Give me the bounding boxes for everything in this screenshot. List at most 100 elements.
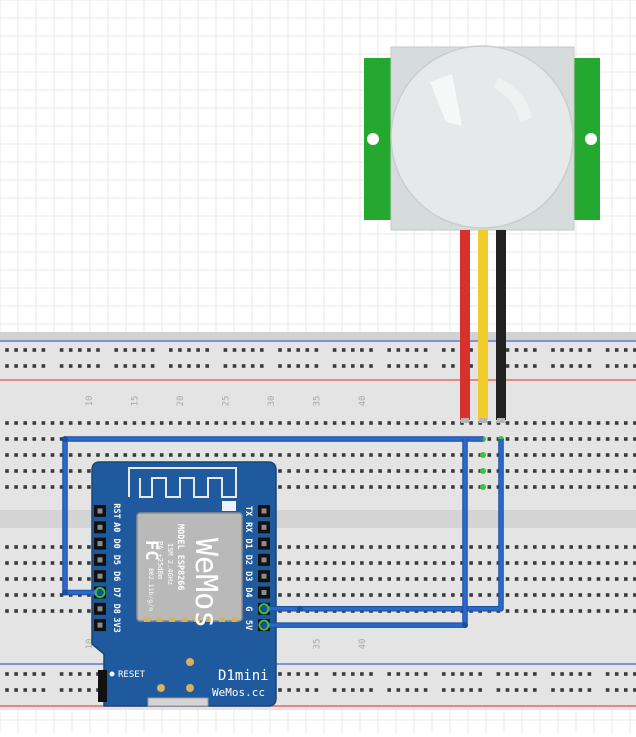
breadboard-hole: [596, 609, 601, 613]
breadboard-hole: [323, 453, 328, 457]
breadboard-hole: [314, 469, 319, 473]
pir-lead-pin: [497, 418, 505, 423]
breadboard-hole: [59, 545, 64, 549]
breadboard-hole: [14, 453, 18, 457]
breadboard-hole: [569, 672, 573, 676]
breadboard-hole: [551, 485, 555, 489]
breadboard-hole: [551, 545, 555, 549]
pir-dome: [390, 45, 574, 229]
breadboard-hole: [41, 485, 46, 489]
breadboard-hole: [533, 485, 537, 489]
breadboard-hole: [460, 577, 464, 581]
breadboard-hole: [624, 421, 628, 425]
breadboard-hole: [451, 421, 455, 425]
breadboard-hole: [505, 672, 510, 676]
breadboard-hole: [387, 672, 391, 676]
breadboard-hole: [505, 485, 510, 489]
breadboard-hole: [487, 453, 492, 457]
connection-dot: [480, 452, 486, 458]
breadboard-hole: [605, 437, 610, 441]
breadboard-hole: [605, 545, 610, 549]
breadboard-hole: [314, 485, 319, 489]
reset-button[interactable]: [98, 670, 107, 702]
breadboard-hole: [41, 561, 46, 565]
header-pin-contact: [261, 573, 267, 579]
breadboard-hole: [68, 545, 73, 549]
breadboard-hole: [332, 348, 337, 352]
breadboard-hole: [523, 453, 528, 457]
breadboard-hole: [442, 688, 446, 692]
breadboard-hole: [68, 469, 73, 473]
breadboard-hole: [605, 469, 610, 473]
breadboard-hole: [514, 453, 519, 457]
pin-label-left: RST: [111, 503, 121, 518]
breadboard-hole: [533, 348, 537, 352]
breadboard-hole: [624, 545, 628, 549]
breadboard-hole: [332, 672, 337, 676]
breadboard-hole: [423, 364, 428, 368]
breadboard-hole: [469, 421, 473, 425]
breadboard-hole: [378, 593, 382, 597]
column-label: 30: [267, 396, 277, 407]
pir-motion-sensor[interactable]: [364, 45, 600, 490]
breadboard-hole: [614, 577, 619, 581]
breadboard-hole: [533, 453, 537, 457]
breadboard-hole: [533, 437, 537, 441]
breadboard-hole: [505, 561, 510, 565]
left-pin-header: [94, 505, 106, 632]
breadboard-hole: [523, 688, 528, 692]
breadboard-hole: [360, 545, 364, 549]
breadboard-hole: [68, 577, 73, 581]
breadboard-hole: [278, 561, 282, 565]
breadboard-hole: [587, 672, 592, 676]
breadboard-hole: [296, 577, 300, 581]
breadboard-hole: [487, 577, 492, 581]
breadboard-hole: [569, 688, 573, 692]
breadboard-hole: [260, 364, 264, 368]
breadboard-hole: [451, 469, 455, 473]
breadboard-hole: [32, 348, 37, 352]
breadboard-hole: [23, 348, 27, 352]
breadboard-hole: [514, 593, 519, 597]
breadboard-hole: [314, 577, 319, 581]
shield-pad: [219, 617, 225, 622]
breadboard-hole: [87, 609, 91, 613]
breadboard-hole: [414, 421, 419, 425]
breadboard-hole: [469, 593, 473, 597]
breadboard-hole: [87, 561, 91, 565]
breadboard-hole: [278, 453, 282, 457]
breadboard-hole: [296, 348, 300, 352]
wire-gnd-to-ground: [264, 439, 503, 611]
module-spec-pa: PA +25dBm: [156, 541, 164, 579]
breadboard-hole: [423, 545, 428, 549]
breadboard-hole: [23, 688, 27, 692]
fcc-mark: FC: [141, 540, 161, 560]
breadboard-hole: [514, 485, 519, 489]
breadboard-hole: [50, 437, 55, 441]
breadboard-hole: [533, 421, 537, 425]
breadboard-hole: [169, 364, 173, 368]
breadboard-hole: [5, 672, 9, 676]
breadboard-hole: [587, 469, 592, 473]
breadboard-hole: [114, 421, 118, 425]
wemos-d1-mini-board[interactable]: FC WeMos MODEL ESP8266 ISM 2.4GHz PA +25…: [91, 461, 277, 707]
breadboard-hole: [332, 545, 337, 549]
breadboard-hole: [260, 453, 264, 457]
usb-connector[interactable]: [147, 697, 209, 707]
shield-pads: [144, 617, 238, 622]
breadboard-hole: [287, 561, 291, 565]
breadboard-hole: [296, 545, 300, 549]
breadboard-hole: [578, 672, 583, 676]
breadboard-hole: [442, 421, 446, 425]
breadboard-hole: [141, 348, 146, 352]
breadboard-hole: [505, 421, 510, 425]
breadboard-hole: [533, 577, 537, 581]
breadboard-hole: [360, 593, 364, 597]
breadboard-hole: [569, 437, 573, 441]
breadboard-hole: [460, 561, 464, 565]
breadboard-hole: [178, 364, 182, 368]
breadboard-hole: [396, 672, 401, 676]
breadboard-hole: [59, 437, 64, 441]
breadboard-hole: [296, 672, 300, 676]
breadboard-hole: [314, 688, 319, 692]
